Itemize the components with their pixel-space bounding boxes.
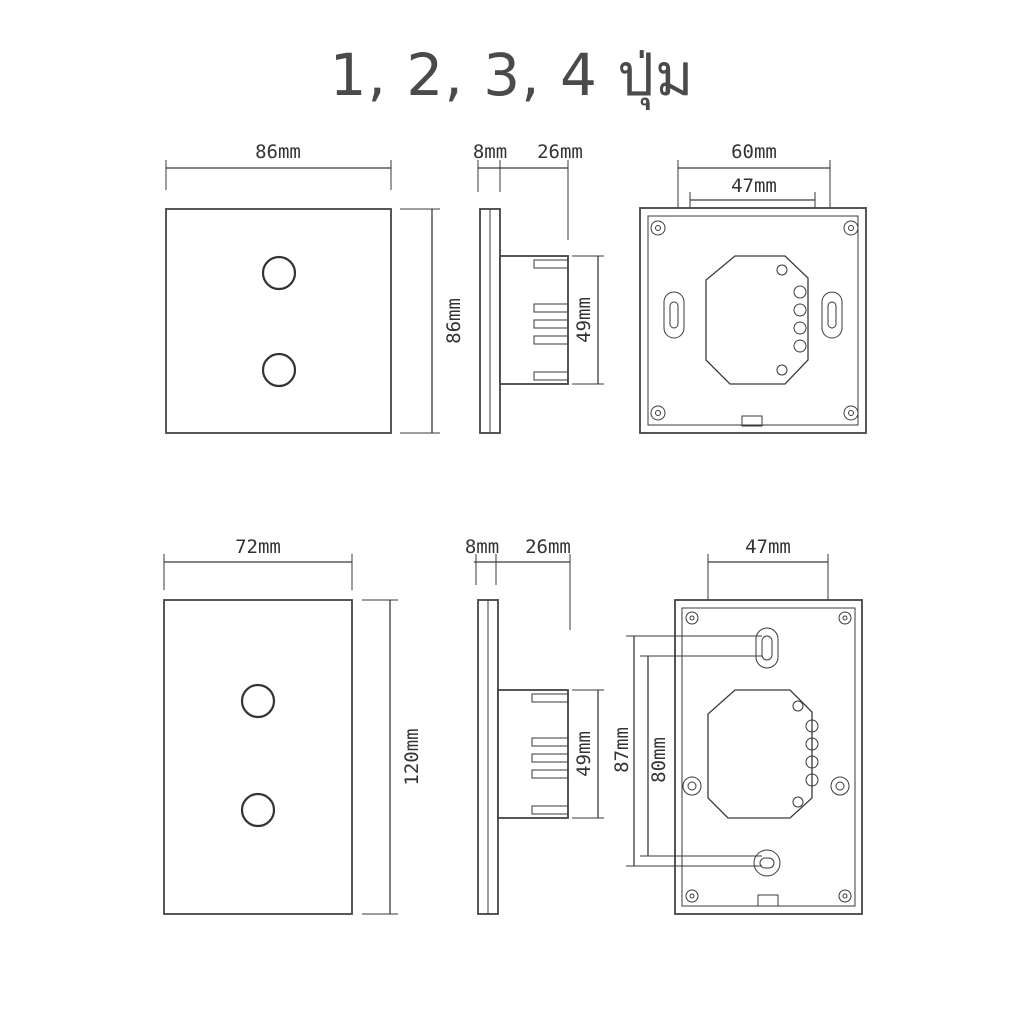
page-title: 1, 2, 3, 4 ปุ่ม [329,41,695,109]
square-front-height-label: 86mm [443,298,465,344]
square-depth-label: 26mm [537,141,583,163]
rect-button-top [240,683,276,719]
rect-back-inner-height-label: 80mm [648,737,670,783]
rect-depth-label: 26mm [525,536,571,558]
rect-side-view: 8mm 26mm 49mm [465,536,604,915]
square-front-view: 86mm 86mm [165,141,465,434]
square-back-view: 60mm 47mm [639,141,867,434]
square-back-plate [639,207,867,434]
rect-back-plate [674,599,863,915]
rect-front-panel [163,599,353,915]
square-back-outer-width-label: 60mm [731,141,777,163]
rect-button-bottom [240,792,276,828]
square-back-inner-width-label: 47mm [731,175,777,197]
square-button-bottom [261,352,297,388]
rect-front-height-label: 120mm [401,728,423,785]
square-front-panel [165,208,392,434]
rect-front-view: 72mm 120mm [163,536,423,915]
rect-back-view: 47mm 87mm 80mm [611,536,863,915]
square-front-width-label: 86mm [255,141,301,163]
rect-back-outer-height-label: 87mm [611,727,633,773]
square-side-view: 8mm 26mm 49mm [473,141,604,434]
square-button-top [261,255,297,291]
square-plate-thickness-label: 8mm [473,141,507,163]
square-body-height-label: 49mm [573,297,595,343]
rect-front-width-label: 72mm [235,536,281,558]
rect-body-height-label: 49mm [573,731,595,777]
rect-plate-thickness-label: 8mm [465,536,499,558]
rect-back-width-label: 47mm [745,536,791,558]
